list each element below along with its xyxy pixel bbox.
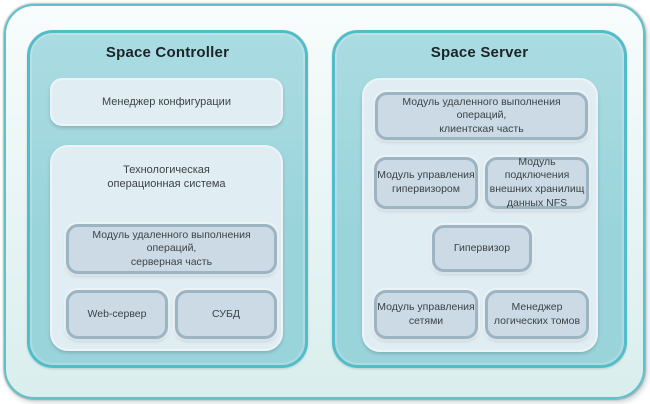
remote-ops-server-label: Модуль удаленного выполнения операций, с…: [92, 228, 251, 268]
server-modules-box: Модуль удаленного выполнения операций, к…: [362, 78, 598, 352]
network-mgmt-box: Модуль управления сетями: [374, 290, 478, 339]
hypervisor-label: Гипервизор: [453, 241, 511, 254]
remote-ops-server-box: Модуль удаленного выполнения операций, с…: [66, 224, 277, 274]
space-controller-title: Space Controller: [105, 44, 230, 61]
network-mgmt-label: Модуль управления сетями: [377, 300, 475, 327]
dbms-box: СУБД: [175, 290, 277, 339]
space-server-title: Space Server: [430, 44, 529, 61]
nfs-storage-box: Модуль подключения внешних хранилищ данн…: [485, 155, 589, 209]
outer-frame: Space Controller Менеджер конфигурации Т…: [4, 4, 645, 399]
hypervisor-mgmt-label: Модуль управления гипервизором: [377, 169, 475, 195]
web-server-label: Web-сервер: [87, 307, 147, 320]
space-server-panel: Space Server Модуль удаленного выполнени…: [332, 30, 627, 368]
volume-manager-box: Менеджер логических томов: [485, 290, 589, 339]
nfs-storage-label: Модуль подключения внешних хранилищ данн…: [489, 155, 585, 209]
config-manager-label: Менеджер конфигурации: [102, 95, 231, 108]
hypervisor-box: Гипервизор: [432, 225, 532, 272]
volume-manager-label: Менеджер логических томов: [493, 300, 581, 327]
remote-ops-client-label: Модуль удаленного выполнения операций, к…: [402, 95, 561, 135]
config-manager-box: Менеджер конфигурации: [50, 78, 283, 126]
remote-ops-client-box: Модуль удаленного выполнения операций, к…: [375, 92, 588, 140]
space-controller-panel: Space Controller Менеджер конфигурации Т…: [27, 30, 308, 368]
tech-os-box: Технологическая операционная система Мод…: [50, 145, 283, 351]
dbms-label: СУБД: [212, 307, 240, 320]
tech-os-label: Технологическая операционная система: [107, 164, 226, 191]
hypervisor-mgmt-box: Модуль управления гипервизором: [374, 157, 478, 209]
web-server-box: Web-сервер: [66, 290, 168, 339]
